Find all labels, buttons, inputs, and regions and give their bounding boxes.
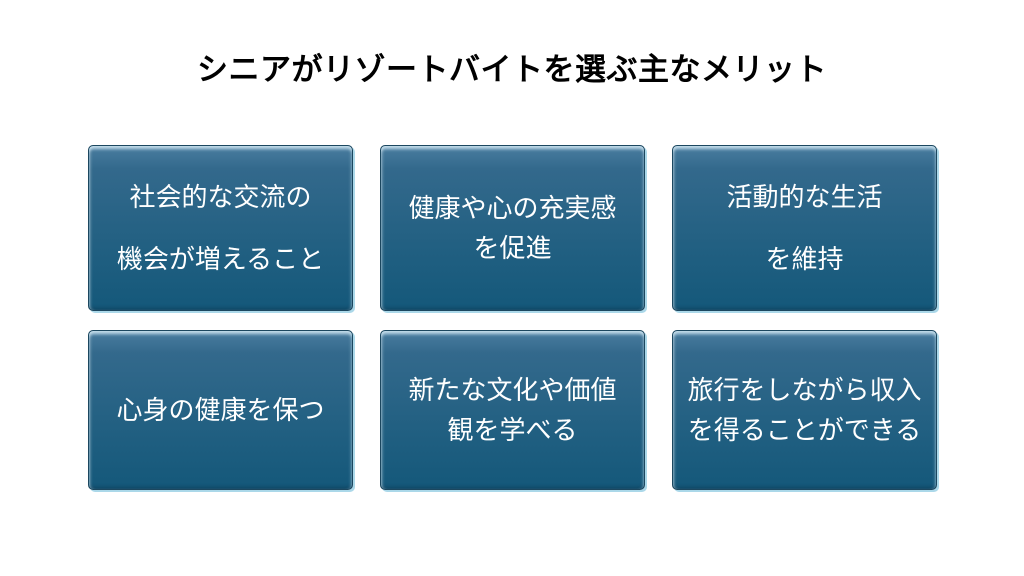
merit-card-text-line: 健康や心の充実感 [408,193,617,223]
merit-card-income-while-traveling: 旅行をしながら収入 を得ることができる [672,330,937,490]
merit-card-health-fulfillment: 健康や心の充実感 を促進 [380,145,645,311]
merit-card-text-line: を促進 [473,233,552,263]
merit-card-mind-body-health: 心身の健康を保つ [88,330,353,490]
merit-card-active-life: 活動的な生活 を維持 [672,145,937,311]
merit-card-text-line: 社会的な交流の [129,182,312,212]
merit-card-text-line: 心身の健康を保つ [116,395,325,425]
merit-card-text-line: を維持 [765,244,844,274]
merit-card-text-line: 機会が増えること [116,244,325,274]
merit-grid: 社会的な交流の 機会が増えること 健康や心の充実感 を促進 活動的な生活 を維持… [88,145,937,490]
merit-card-text-line: を得ることができる [687,415,922,445]
merit-card-text-line: 活動的な生活 [726,182,883,212]
merit-card-text-line: 観を学べる [447,415,578,445]
merit-card-text-line: 旅行をしながら収入 [687,375,922,405]
merit-card-new-culture: 新たな文化や価値 観を学べる [380,330,645,490]
page-title: シニアがリゾートバイトを選ぶ主なメリット [197,52,827,87]
merit-card-text-line: 新たな文化や価値 [408,375,617,405]
merit-card-social-interaction: 社会的な交流の 機会が増えること [88,145,353,311]
